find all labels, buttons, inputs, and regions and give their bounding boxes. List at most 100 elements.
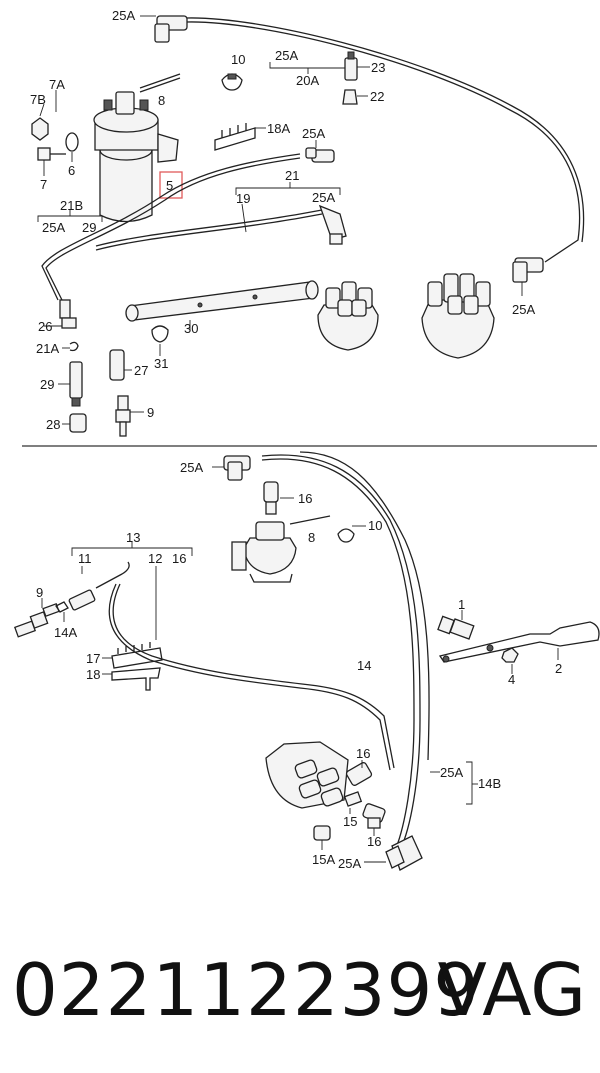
ht-lead-19	[95, 213, 323, 251]
label-26: 26	[38, 319, 52, 334]
clip-22	[342, 89, 358, 105]
spark-plug-9-b	[13, 603, 60, 638]
label-25a-b: 25A	[180, 460, 203, 475]
label-4: 4	[508, 672, 515, 687]
spark-connector-right	[512, 257, 544, 283]
spark-plug-1	[437, 615, 475, 640]
label-29-top: 29	[82, 220, 96, 235]
label-2: 2	[555, 661, 562, 676]
label-16-d: 16	[356, 746, 370, 761]
wire-8	[139, 73, 181, 89]
label-25a-top: 25A	[112, 8, 135, 23]
label-16-e: 16	[367, 834, 381, 849]
label-16-c: 16	[172, 551, 186, 566]
plug-lead-11	[68, 561, 130, 611]
connector-25a-bottom	[385, 835, 423, 871]
label-9-b: 9	[36, 585, 43, 600]
connector-16-top	[263, 481, 279, 515]
connector-27	[109, 349, 125, 381]
label-13: 13	[126, 530, 140, 545]
label-25a-e: 25A	[440, 765, 463, 780]
clamp-31	[151, 325, 169, 343]
label-14: 14	[357, 658, 371, 673]
label-19: 19	[236, 191, 250, 206]
label-15a: 15A	[312, 852, 335, 867]
label-15: 15	[343, 814, 357, 829]
label-27: 27	[134, 363, 148, 378]
label-25a-mid: 25A	[302, 126, 325, 141]
label-10-b: 10	[368, 518, 382, 533]
label-25a-right: 25A	[512, 302, 535, 317]
label-9-top: 9	[147, 405, 154, 420]
plug-end-26	[59, 299, 77, 329]
connector-strip-18a	[214, 123, 256, 151]
label-21: 21	[285, 168, 299, 183]
distributor-cap-right	[421, 273, 495, 359]
clip-10-b	[337, 528, 355, 543]
label-31: 31	[154, 356, 168, 371]
wire-8-b	[289, 515, 331, 525]
plug-connector-29	[69, 361, 83, 407]
label-18: 18	[86, 667, 100, 682]
ht-lead-14	[261, 454, 421, 851]
label-1: 1	[458, 597, 465, 612]
ignition-tube-30	[125, 280, 319, 322]
label-17: 17	[86, 651, 100, 666]
connector-16-low	[362, 803, 386, 829]
label-12: 12	[148, 551, 162, 566]
clip-15	[343, 791, 363, 807]
strip-17	[111, 642, 163, 669]
distributor-b	[231, 521, 297, 583]
cap-15a	[313, 825, 331, 841]
bracket-2	[438, 621, 600, 663]
connector-16-mid	[345, 762, 373, 786]
label-14b: 14B	[478, 776, 501, 791]
label-21a: 21A	[36, 341, 59, 356]
label-23: 23	[371, 60, 385, 75]
spark-plug-9	[115, 395, 131, 437]
spark-plug-connector	[154, 15, 188, 43]
washer-6	[65, 132, 79, 152]
lead-end-25a	[318, 204, 347, 245]
label-25a-19: 25A	[312, 190, 335, 205]
label-7a: 7A	[49, 77, 65, 92]
label-5: 5	[166, 178, 173, 193]
label-8-b: 8	[308, 530, 315, 545]
suppressor-23	[344, 51, 358, 81]
label-20a: 20A	[296, 73, 319, 88]
nut-4	[501, 647, 519, 663]
label-25a-bracket: 25A	[275, 48, 298, 63]
label-22: 22	[370, 89, 384, 104]
label-8-top: 8	[158, 93, 165, 108]
label-10-top: 10	[231, 52, 245, 67]
label-7b: 7B	[30, 92, 46, 107]
label-11: 11	[78, 551, 92, 566]
label-25a-21b: 25A	[42, 220, 65, 235]
coil-connector	[305, 147, 335, 163]
distributor-cap-b	[265, 741, 349, 809]
label-21b: 21B	[60, 198, 83, 213]
label-14a: 14A	[54, 625, 77, 640]
screw-7	[37, 147, 66, 161]
cable-12	[108, 583, 391, 771]
nut-7b	[31, 117, 49, 141]
ht-lead-long	[185, 21, 581, 263]
label-28: 28	[46, 417, 60, 432]
label-29: 29	[40, 377, 54, 392]
cap-28	[69, 413, 87, 433]
ignition-coil	[93, 91, 179, 223]
brand-name: VAG	[437, 948, 586, 1032]
connector-25a-b	[223, 455, 251, 481]
label-7: 7	[40, 177, 47, 192]
part-number: 0221122399	[12, 948, 481, 1032]
bracket-18	[111, 667, 161, 691]
label-6: 6	[68, 163, 75, 178]
plug-14a	[55, 601, 69, 613]
label-25a-f: 25A	[338, 856, 361, 871]
clip-10	[221, 73, 243, 91]
clip-21a	[69, 341, 79, 352]
ht-lead-21	[45, 157, 301, 301]
label-16-b: 16	[298, 491, 312, 506]
parts-diagram: 25A 10 25A 20A 23 22 7A 7B 8 18A 25A 6 7…	[13, 8, 600, 871]
label-18a: 18A	[267, 121, 290, 136]
